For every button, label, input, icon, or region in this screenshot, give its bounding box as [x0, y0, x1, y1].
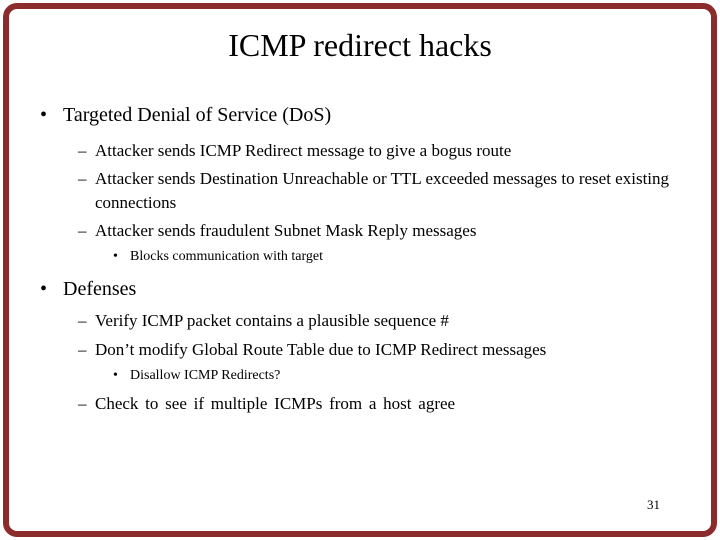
bullet-item-disallow-redirects: • Disallow ICMP Redirects?	[40, 367, 688, 385]
bullet-item-blocks-communication: • Blocks communication with target	[40, 248, 688, 266]
bullet-marker-level3: •	[113, 249, 118, 264]
bullet-item-redirect-bogus-route: – Attacker sends ICMP Redirect message t…	[40, 139, 688, 163]
bullet-marker-level1: •	[40, 278, 48, 300]
bullet-text: Targeted Denial of Service (DoS)	[63, 104, 332, 126]
dash-marker-level2: –	[78, 169, 87, 188]
page-number: 31	[647, 497, 660, 512]
bullet-marker-level1: •	[40, 104, 48, 126]
bullet-text: Check to see if multiple ICMPs from a ho…	[95, 394, 456, 413]
bullet-text: Attacker sends ICMP Redirect message to …	[95, 141, 512, 160]
dash-marker-level2: –	[78, 221, 87, 240]
bullet-item-subnet-mask-reply: – Attacker sends fraudulent Subnet Mask …	[40, 219, 688, 243]
bullet-item-unreachable-ttl: – Attacker sends Destination Unreachable…	[40, 167, 688, 215]
bullet-item-check-multiple-icmps: – Check to see if multiple ICMPs from a …	[40, 392, 688, 416]
bullet-text: Disallow ICMP Redirects?	[130, 368, 281, 383]
bullet-text: Attacker sends fraudulent Subnet Mask Re…	[95, 221, 477, 240]
bullet-marker-level3: •	[113, 368, 118, 383]
dash-marker-level2: –	[78, 141, 87, 160]
dash-marker-level2: –	[78, 340, 87, 359]
bullet-item-defenses: • Defenses	[40, 277, 688, 301]
bullet-item-dos: • Targeted Denial of Service (DoS)	[40, 103, 688, 127]
bullet-text: Verify ICMP packet contains a plausible …	[95, 311, 449, 330]
bullet-text: Defenses	[63, 278, 137, 300]
bullet-text: Attacker sends Destination Unreachable o…	[95, 169, 670, 212]
bullet-text: Blocks communication with target	[130, 249, 323, 264]
dash-marker-level2: –	[78, 311, 87, 330]
slide-body: • Targeted Denial of Service (DoS) – Att…	[40, 103, 688, 416]
dash-marker-level2: –	[78, 394, 87, 413]
bullet-item-dont-modify-route-table: – Don’t modify Global Route Table due to…	[40, 338, 688, 362]
bullet-item-verify-sequence: – Verify ICMP packet contains a plausibl…	[40, 309, 688, 333]
slide-title: ICMP redirect hacks	[228, 27, 492, 63]
bullet-text: Don’t modify Global Route Table due to I…	[95, 340, 547, 359]
